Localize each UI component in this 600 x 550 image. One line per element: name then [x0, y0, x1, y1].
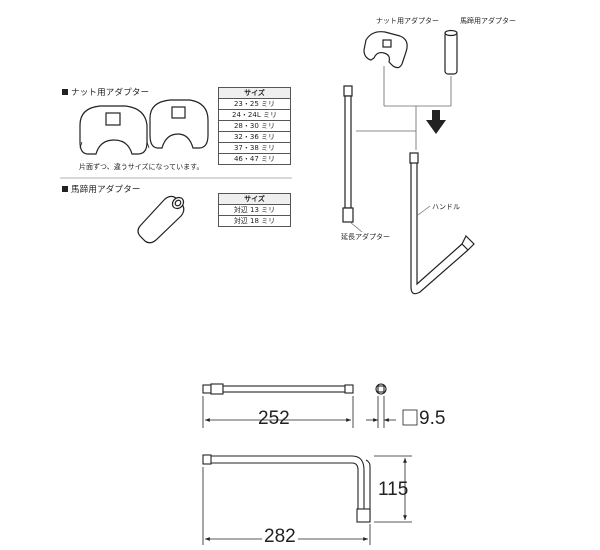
assembly-handle: [409, 152, 475, 295]
assembly-nut-adapter: [363, 31, 408, 69]
hoof-size-cell: 対辺 18 ミリ: [218, 215, 291, 227]
assembly-hoof-adapter: [444, 29, 458, 75]
dimension-282: 282: [262, 526, 298, 548]
nut-section-title: ナット用アダプター: [62, 86, 149, 98]
assembly-connector-lines: [356, 66, 452, 150]
nut-adapter-label: ナット用アダプター: [376, 17, 439, 25]
hoof-adapter-label: 馬蹄用アダプター: [460, 17, 516, 25]
extension-side-view: [202, 383, 354, 395]
square-end-view: [375, 383, 387, 395]
nut-size-table: サイズ 23・25 ミリ 24・24L ミリ 28・30 ミリ 32・36 ミリ…: [218, 87, 291, 165]
hoof-size-table-header: サイズ: [218, 193, 291, 205]
down-arrow-icon: [426, 110, 446, 134]
square-bullet-icon: [62, 186, 68, 192]
hoof-adapter-illustration: [137, 195, 185, 244]
hoof-section-title: 馬蹄用アダプター: [62, 183, 141, 195]
nut-size-cell: 32・36 ミリ: [218, 131, 291, 143]
nut-size-cell: 24・24L ミリ: [218, 109, 291, 121]
handle-label: ハンドル: [432, 203, 460, 211]
nut-section-note: 片面ずつ、違うサイズになっています。: [79, 163, 204, 171]
handle-leader-line: [417, 205, 431, 216]
nut-adapter-illustration-front: [79, 105, 150, 155]
nut-size-cell: 28・30 ミリ: [218, 120, 291, 132]
dimension-115: 115: [378, 479, 409, 500]
hoof-size-cell: 対辺 13 ミリ: [218, 204, 291, 216]
nut-size-cell: 23・25 ミリ: [218, 98, 291, 110]
nut-size-cell: 46・47 ミリ: [218, 153, 291, 165]
extension-adapter-label: 延長アダプター: [341, 233, 390, 241]
dimension-252: 252: [258, 408, 290, 429]
handle-side-view: [202, 454, 371, 523]
dimension-lines-252: [202, 396, 354, 428]
extension-leader-line: [349, 221, 363, 233]
square-bullet-icon: [62, 89, 68, 95]
dimension-lines-9-5: [366, 396, 418, 428]
dimension-9-5: 9.5: [419, 408, 446, 429]
nut-size-cell: 37・38 ミリ: [218, 142, 291, 154]
nut-size-table-header: サイズ: [218, 87, 291, 99]
hoof-size-table: サイズ 対辺 13 ミリ 対辺 18 ミリ: [218, 193, 291, 227]
assembly-extension-bar: [342, 85, 354, 223]
dimension-lines-115: [374, 455, 412, 523]
nut-adapter-illustration-back: [149, 99, 209, 149]
